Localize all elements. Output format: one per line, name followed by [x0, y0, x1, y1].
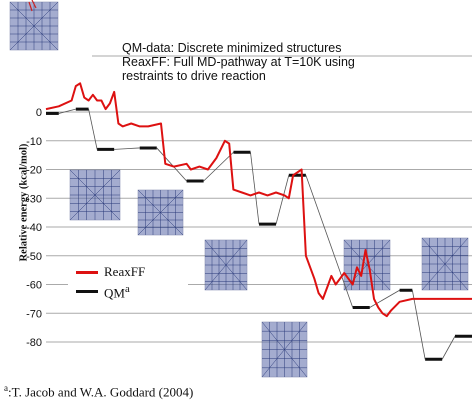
y-tick-label: -20: [26, 165, 42, 177]
y-tick-label: -50: [26, 251, 42, 263]
y-axis-label: Relative energy (kcal/mol): [18, 143, 30, 262]
molecule-cluster: [204, 239, 248, 291]
qm-connector: [411, 290, 426, 360]
legend-label-reaxff: ReaxFF: [104, 264, 146, 279]
molecule-lattice: [69, 169, 121, 221]
annotation-line-2: ReaxFF: Full MD-pathway at T=10K using: [122, 55, 355, 69]
legend-item-reaxff: ReaxFF: [68, 264, 188, 280]
annotation-line-3: restraints to drive reaction: [122, 69, 266, 83]
molecule-cluster: [9, 0, 59, 51]
annotation-box: QM-data: Discrete minimized structures R…: [122, 41, 462, 83]
qm-connector: [114, 147, 140, 150]
molecule-cluster: [421, 237, 469, 291]
qm-series: [46, 107, 472, 361]
molecule-lattice: [9, 1, 59, 51]
y-tick-label: 0: [36, 107, 42, 119]
qm-connector: [369, 289, 400, 308]
y-tick-label: -40: [26, 222, 42, 234]
qm-connectors: [58, 108, 456, 360]
molecule-lattice: [261, 321, 308, 378]
qm-connector: [88, 109, 98, 150]
molecule-cluster: [137, 189, 184, 236]
y-tick-label: -70: [26, 308, 42, 320]
molecule-lattice: [137, 189, 184, 236]
y-axis-ticks: 0 -10 -20 -30 -40 -50 -60 -70 -80: [26, 107, 42, 349]
y-tick-label: -80: [26, 337, 42, 349]
y-tick-label: -60: [26, 280, 42, 292]
y-tick-label: -30: [26, 193, 42, 205]
legend-item-qm: QMa: [68, 283, 188, 301]
molecule-cluster: [261, 321, 308, 378]
qm-connector: [305, 175, 354, 308]
legend: ReaxFF QMa: [68, 262, 188, 302]
y-tick-label: -10: [26, 136, 42, 148]
qm-connector: [250, 152, 260, 225]
legend-swatch-reaxff: [76, 271, 98, 274]
qm-connector: [156, 147, 187, 182]
molecule-images: [9, 0, 469, 378]
qm-connector: [203, 151, 234, 182]
footnote-text: :T. Jacob and W.A. Goddard (2004): [8, 384, 194, 400]
legend-label-qm: QMa: [104, 283, 130, 301]
molecule-lattice: [204, 239, 248, 291]
molecule-cluster: [69, 169, 121, 221]
annotation-line-1: QM-data: Discrete minimized structures: [122, 41, 342, 55]
molecule-lattice: [421, 237, 469, 291]
arrow-icon: [31, 0, 37, 9]
footnote: a:T. Jacob and W.A. Goddard (2004): [4, 383, 193, 400]
legend-swatch-qm: [76, 290, 98, 293]
footnote-mark: a: [4, 383, 8, 393]
qm-connector: [275, 175, 290, 225]
qm-connector: [58, 108, 76, 114]
reaxff-series: [45, 82, 472, 318]
arrow-icon: [28, 1, 33, 12]
qm-connector: [441, 336, 456, 360]
reaxff-line: [45, 82, 472, 318]
